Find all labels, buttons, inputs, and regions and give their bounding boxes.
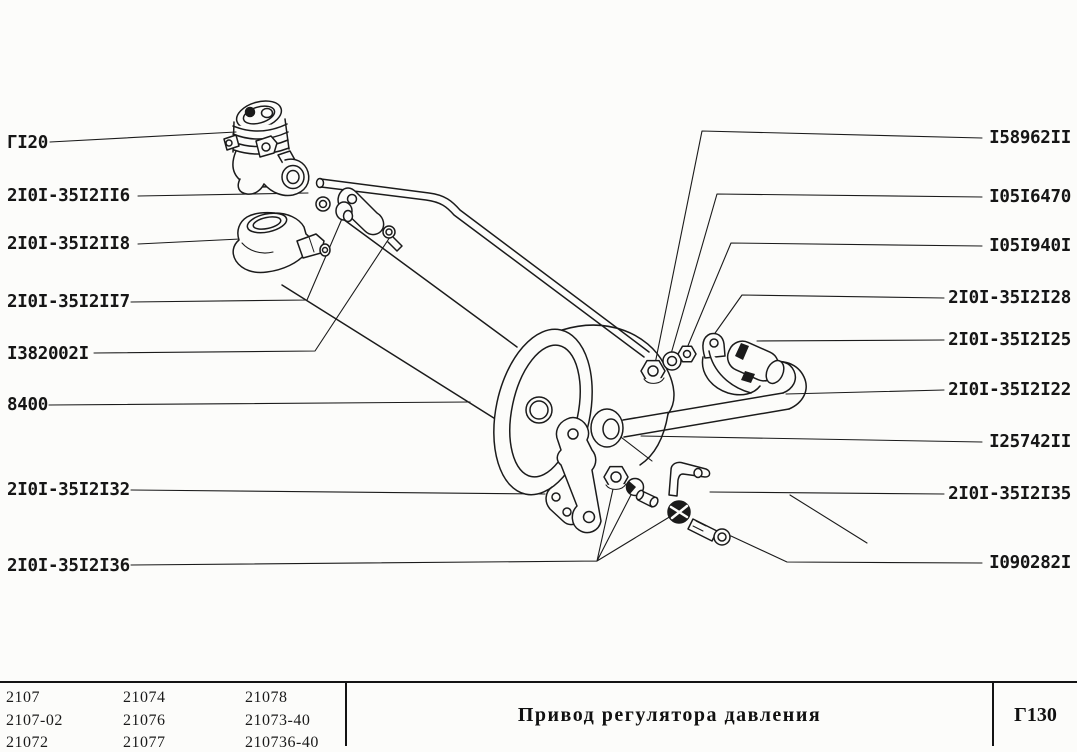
part-label-3512125: 2I0I-35I2I25 [948,330,1071,350]
part-label-3512118: 2I0I-35I2II8 [7,234,130,254]
sheet-page-code: Г130 [1014,704,1057,726]
model-cell: 21074 [123,689,166,706]
model-cell: 210736-40 [245,734,319,751]
part-label-3512122: 2I0I-35I2I22 [948,380,1071,400]
connecting-rod-drawing [590,360,807,448]
part-label-1051647: I05I6470 [989,187,1071,207]
lower-fasteners-drawing [603,461,731,546]
pressure-regulator-drawing [223,100,310,197]
nuts-washers-drawing [640,345,697,384]
part-label-3512117: 2I0I-35I2II7 [7,292,130,312]
regulator-drive-lever-drawing [545,416,602,534]
part-label-1589621: I58962II [989,128,1071,148]
part-label-3512136: 2I0I-35I2I36 [7,556,130,576]
axle-housing-drawing [281,218,675,496]
part-label-3512128: 2I0I-35I2I28 [948,288,1071,308]
model-cell: 21078 [245,689,288,706]
part-label-8400: 8400 [7,395,48,415]
model-cell: 21076 [123,712,166,729]
footer-top-rule [0,681,1077,683]
part-label-g120: ГI20 [7,133,48,153]
part-label-1090282: I090282I [989,553,1071,573]
sheet-title: Привод регулятора давления [517,704,822,726]
part-label-1051940: I05I940I [989,236,1071,256]
leader-lines [48,130,983,566]
part-label-3512135: 2I0I-35I2I35 [948,484,1071,504]
model-cell: 21077 [123,734,166,751]
part-label-1382002: I382002I [7,344,89,364]
protective-cap-drawing [232,211,331,274]
model-cell: 21072 [6,734,49,751]
part-label-1257421: I25742II [989,432,1071,452]
part-label-3512132: 2I0I-35I2I32 [7,480,130,500]
footer-divider-right [992,682,994,746]
footer-divider-left [345,682,347,746]
drive-lever-drawing [315,187,403,252]
model-cell: 2107 [6,689,40,706]
model-cell: 2107-02 [6,712,63,729]
torsion-lever-drawing [701,332,785,396]
part-label-3512116: 2I0I-35I2II6 [7,186,130,206]
diagram-svg [48,100,983,566]
model-cell: 21073-40 [245,712,311,729]
